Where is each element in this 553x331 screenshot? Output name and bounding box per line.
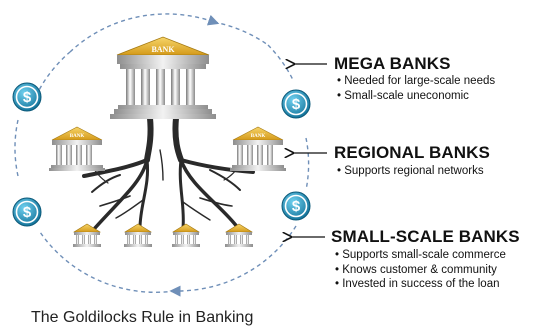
small-scale-banks-heading: SMALL-SCALE BANKS xyxy=(331,227,520,246)
regional-banks-heading: REGIONAL BANKS xyxy=(334,143,490,162)
coin-symbol: $ xyxy=(23,89,32,106)
coin-symbol: $ xyxy=(292,96,301,113)
small-bank-2 xyxy=(123,223,153,248)
list-item: Supports regional networks xyxy=(337,164,483,179)
pointer-arrows xyxy=(291,64,327,237)
regional-banks-bullets: Supports regional networks xyxy=(337,164,483,179)
mega-bank-building xyxy=(110,36,216,119)
coin-symbol: $ xyxy=(292,198,301,215)
list-item: Small-scale uneconomic xyxy=(337,89,495,104)
regional-bank-right-sign: BANK xyxy=(251,134,266,139)
list-item: Knows customer & community xyxy=(335,263,506,278)
mega-banks-heading: MEGA BANKS xyxy=(334,54,451,73)
small-scale-banks-bullets: Supports small-scale commerce Knows cust… xyxy=(335,248,506,292)
list-item: Supports small-scale commerce xyxy=(335,248,506,263)
top-bank-sign: BANK xyxy=(151,45,175,54)
list-item: Invested in success of the loan xyxy=(335,277,506,292)
small-bank-4 xyxy=(224,223,254,248)
regional-bank-left-sign: BANK xyxy=(70,134,85,139)
branch-tree xyxy=(82,115,255,230)
coin-symbol: $ xyxy=(23,204,32,221)
small-bank-3 xyxy=(171,223,201,248)
list-item: Needed for large-scale needs xyxy=(337,74,495,89)
mega-banks-bullets: Needed for large-scale needs Small-scale… xyxy=(337,74,495,103)
diagram-caption: The Goldilocks Rule in Banking xyxy=(31,309,254,326)
